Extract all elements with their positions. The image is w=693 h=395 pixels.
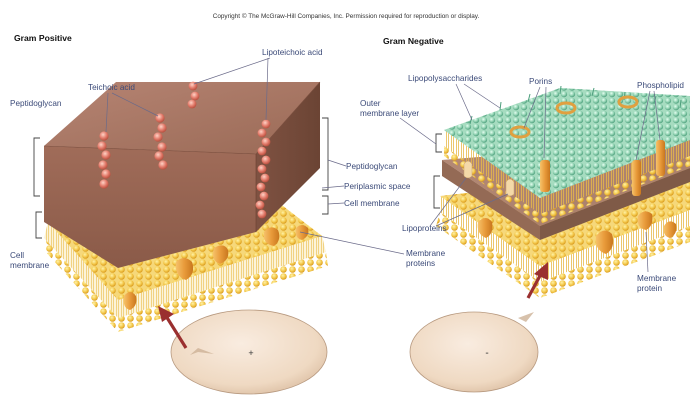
gram-negative-cell (410, 312, 538, 392)
porin (540, 160, 550, 192)
gram-negative-heading: Gram Negative (383, 36, 444, 46)
label-outer-membrane-2: membrane layer (360, 109, 419, 118)
copyright-notice: Copyright © The McGraw-Hill Companies, I… (213, 12, 480, 20)
label-porins: Porins (529, 77, 552, 86)
label-peptidoglycan-left: Peptidoglycan (10, 99, 62, 108)
lipoprotein (464, 161, 472, 178)
label-cell-membrane-right: Cell membrane (344, 199, 400, 208)
label-lipoproteins: Lipoproteins (402, 224, 447, 233)
label-teichoic-acid: Teichoic acid (88, 83, 135, 92)
label-membrane-proteins-1: Membrane (406, 249, 446, 258)
label-outer-membrane-1: Outer (360, 99, 381, 108)
label-membrane-proteins-2: proteins (406, 259, 435, 268)
label-cell-membrane-left-1: Cell (10, 251, 24, 260)
porin (656, 140, 665, 176)
label-membrane-protein-1: Membrane (637, 274, 677, 283)
label-phospholipid: Phospholipid (637, 81, 684, 90)
label-lipoteichoic-acid: Lipoteichoic acid (262, 48, 323, 57)
lipoprotein (506, 179, 514, 196)
label-peptidoglycan-right: Peptidoglycan (346, 162, 398, 171)
label-periplasmic-space: Periplasmic space (344, 182, 411, 191)
porin (632, 160, 641, 196)
label-cell-membrane-left-2: membrane (10, 261, 50, 270)
label-lipopolysaccharides: Lipopolysaccharides (408, 74, 482, 83)
gram-negative-envelope: - Lipopolysaccharides Porins Phospholipi… (360, 74, 690, 392)
gram-negative-sign: - (485, 348, 488, 359)
label-membrane-protein-2: protein (637, 284, 662, 293)
gram-positive-heading: Gram Positive (14, 33, 72, 43)
gram-positive-sign: + (248, 348, 253, 358)
